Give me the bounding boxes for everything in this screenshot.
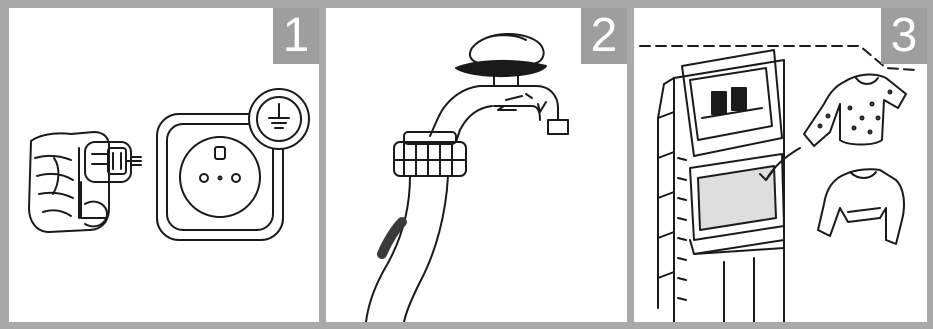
step-1-panel: 1 [9,8,319,322]
hand-with-plug-icon [29,132,141,232]
step-3-number: 3 [881,8,927,64]
step-3-panel: 3 [634,8,927,322]
water-hose-icon [366,176,448,322]
hose-coupling-icon [394,132,466,176]
step-2-panel: 2 [326,8,627,322]
washing-machine-icon [658,50,800,322]
sweater-icon [818,169,904,244]
step-1-number: 1 [273,8,319,64]
pajama-shirt-icon [804,75,906,146]
step-2-number: 2 [581,8,627,64]
faucet-icon [430,34,568,142]
ground-symbol-icon [249,89,309,149]
